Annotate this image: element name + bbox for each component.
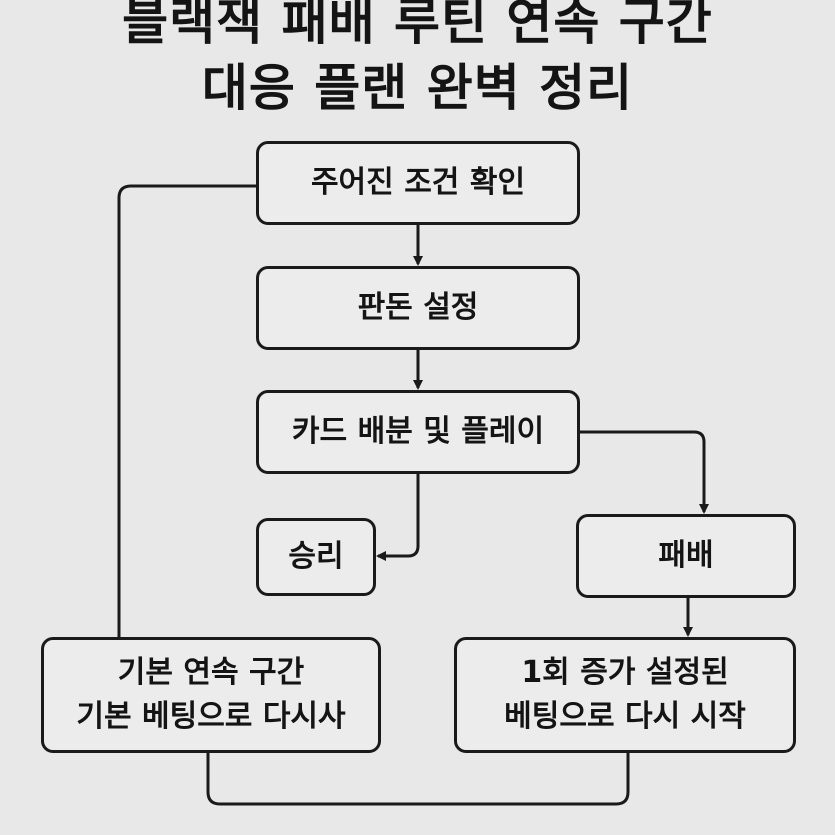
loop-bottom-connector (206, 753, 630, 806)
node-increase-bet-line-1: 1회 증가 설정된 (521, 655, 729, 690)
node-increase-bet: 1회 증가 설정된 베팅으로 다시 시작 (454, 637, 796, 753)
diagram-title-line-1: 블랙잭 패배 루틴 연속 구간 (122, 0, 713, 51)
loop-base-to-check (117, 184, 256, 637)
node-win: 승리 (256, 518, 376, 596)
node-set-stake-label: 판돈 설정 (357, 290, 479, 325)
diagram-title-line-2: 대응 플랜 완벽 정리 (201, 59, 634, 117)
arrow-deal-to-win (376, 474, 420, 561)
node-check-conditions: 주어진 조건 확인 (256, 141, 580, 225)
node-set-stake: 판돈 설정 (256, 266, 580, 350)
node-deal-and-play-label: 카드 배분 및 플레이 (291, 414, 545, 449)
node-base-streak-line-1: 기본 연속 구간 (117, 655, 305, 690)
node-base-streak: 기본 연속 구간 기본 베팅으로 다시사 (41, 637, 381, 753)
node-increase-bet-line-2: 베팅으로 다시 시작 (504, 699, 746, 734)
node-deal-and-play: 카드 배분 및 플레이 (256, 390, 580, 474)
arrow-deal-to-lose (580, 430, 709, 514)
node-lose: 패배 (576, 514, 796, 598)
node-base-streak-line-2: 기본 베팅으로 다시사 (76, 699, 346, 734)
node-check-conditions-label: 주어진 조건 확인 (310, 165, 526, 200)
node-win-label: 승리 (288, 539, 344, 574)
node-lose-label: 패배 (658, 538, 714, 573)
